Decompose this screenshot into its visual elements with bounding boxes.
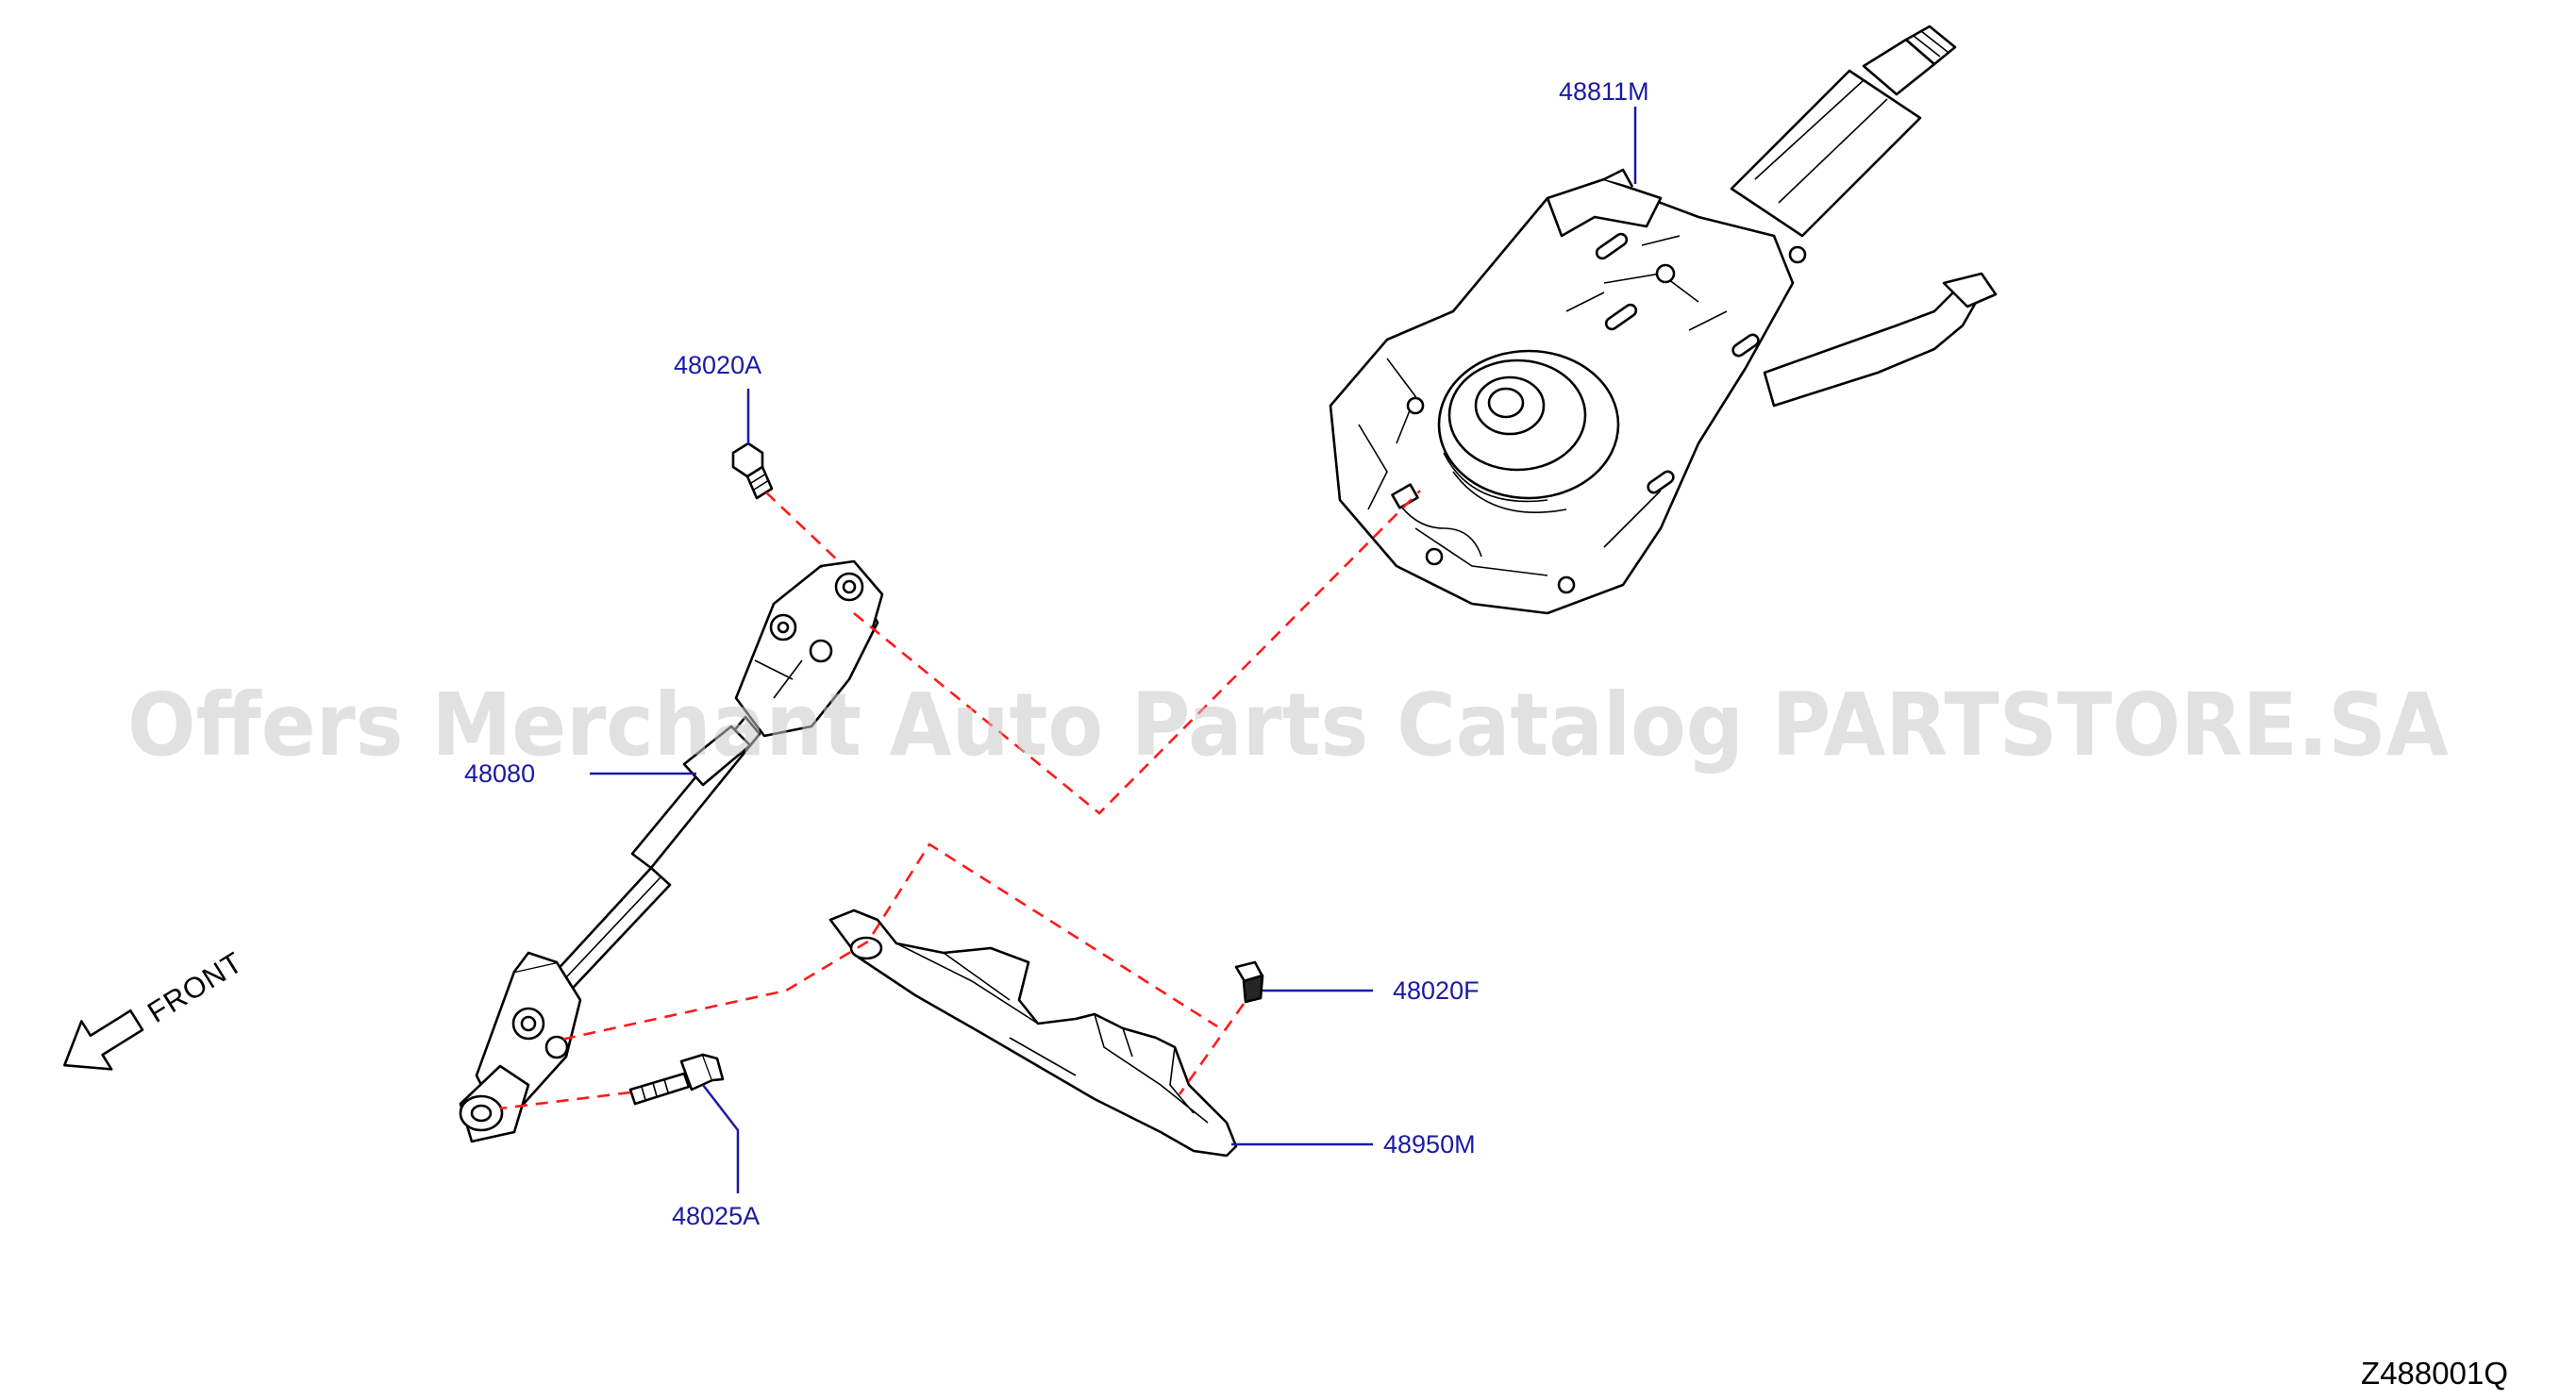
front-arrow-icon (63, 1008, 144, 1071)
connector-bolt-to-shaft (765, 492, 843, 565)
watermark: Offers Merchant Auto Parts Catalog PARTS… (127, 675, 2449, 775)
nut-48020f[interactable] (1234, 960, 1264, 1004)
bolt-48020a[interactable] (731, 442, 774, 500)
leader-48025a (702, 1084, 740, 1193)
drawing-code: Z488001Q (2361, 1356, 2508, 1391)
front-label: FRONT (142, 945, 248, 1029)
part-label-48025a[interactable]: 48025A (672, 1202, 760, 1230)
column-cover-48950m[interactable] (828, 908, 1238, 1158)
connector-nut-to-cover (1178, 1003, 1246, 1095)
connector-cover-to-nut (871, 842, 1218, 1028)
bolt-48025a[interactable] (628, 1053, 725, 1106)
part-label-48080[interactable]: 48080 (464, 759, 535, 788)
part-label-48811m[interactable]: 48811M (1559, 77, 1649, 106)
part-label-48950m[interactable]: 48950M (1383, 1130, 1476, 1158)
part-label-48020a[interactable]: 48020A (674, 351, 761, 379)
connector-cover-to-shaft (556, 940, 869, 1042)
part-label-48020f[interactable]: 48020F (1393, 976, 1480, 1005)
connector-bolt-to-joint (499, 1091, 631, 1110)
leader-lines (590, 107, 1637, 1193)
steering-column-assembly[interactable] (1329, 25, 1998, 615)
connector-lines (499, 490, 1421, 1110)
intermediate-shaft[interactable] (459, 559, 884, 1143)
connector-shaft-to-column (853, 490, 1421, 815)
